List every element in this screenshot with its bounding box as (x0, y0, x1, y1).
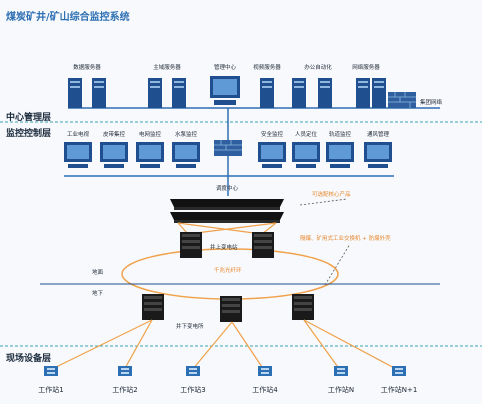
fiber-ring-label: 千兆光纤环 (214, 268, 242, 274)
monitoring-computer-icon (364, 142, 392, 168)
field-links (49, 319, 399, 371)
firewall-icon (214, 140, 242, 156)
monitoring-computer-icon (258, 142, 286, 168)
ring-switch-icon (292, 294, 314, 320)
workstation-label: 工作站N+1 (380, 386, 418, 394)
core-switch-icon (170, 212, 284, 223)
monitor-label: 皮带集控 (102, 132, 125, 138)
diagram-title: 煤炭矿井/矿山综合监控系统 (6, 12, 130, 23)
workstation-icon (258, 366, 272, 376)
layer-label-management: 中心管理层 (6, 113, 52, 123)
monitor-label: 电网监控 (138, 132, 161, 138)
ring-switch-icon (220, 296, 242, 322)
workstation-label: 工作站2 (112, 386, 138, 394)
monitoring-computer-icon (64, 142, 92, 168)
workstation-label: 工作站3 (180, 386, 206, 394)
ring-switch-icon (142, 294, 164, 320)
server-icon (372, 78, 386, 108)
server-icon (148, 78, 162, 108)
ring-switch-icon (180, 232, 202, 258)
layer-label-monitoring: 监控控制层 (6, 129, 52, 139)
server-label: 办公自动化 (304, 65, 332, 71)
monitor-label: 通风管理 (366, 132, 389, 138)
fiber-ring (121, 248, 339, 300)
server-label: 管理中心 (213, 65, 236, 71)
underground-label: 地下 (92, 291, 104, 297)
surface-station-label: 井上变电站 (210, 245, 238, 251)
workstation-icon (392, 366, 406, 376)
server-icon (68, 78, 82, 108)
server-label: 数据服务器 (73, 65, 101, 71)
server-label: 主域服务器 (153, 65, 181, 71)
dispatch-center-label: 调度中心 (216, 186, 239, 192)
monitoring-computer-icon (136, 142, 164, 168)
server-icon (172, 78, 186, 108)
monitor-label: 人员定位 (294, 132, 317, 138)
management-computer-icon (210, 76, 240, 105)
workstation-icon (44, 366, 58, 376)
monitor-label: 水泵监控 (174, 132, 197, 138)
annotation-ring-switch: 隔爆、矿用式工业交换机 + 防爆外壳 (300, 236, 391, 242)
core-switch-icon (170, 199, 284, 210)
monitoring-computer-icon (292, 142, 320, 168)
server-icon (318, 78, 332, 108)
server-icon (292, 78, 306, 108)
workstation-label: 工作站4 (252, 386, 278, 394)
monitor-label: 工业电视 (66, 132, 89, 138)
annotation-arrow (299, 198, 348, 206)
workstation-label: 工作站1 (38, 386, 64, 394)
server-icon (356, 78, 370, 108)
monitor-label: 轨道监控 (328, 132, 351, 138)
underground-station-label: 井下变电所 (176, 324, 204, 330)
workstation-icon (334, 366, 348, 376)
annotation-arrow (324, 243, 351, 286)
server-label: 视频服务器 (253, 65, 281, 71)
firewall-label: 集团网络 (420, 100, 443, 106)
server-icon (92, 78, 106, 108)
server-label: 网络服务器 (352, 65, 380, 71)
layer-label-field: 现场设备层 (6, 354, 52, 364)
monitoring-computer-icon (100, 142, 128, 168)
server-icon (260, 78, 274, 108)
workstation-icon (186, 366, 200, 376)
annotation-redundant-core: 可选配核心产品 (312, 192, 351, 198)
monitor-label: 安全监控 (260, 132, 283, 138)
monitoring-computer-icon (326, 142, 354, 168)
ring-switch-icon (252, 232, 274, 258)
workstation-label: 工作站N (327, 386, 355, 394)
monitoring-computer-icon (172, 142, 200, 168)
firewall-icon (388, 92, 416, 108)
ground-label: 地面 (92, 270, 104, 276)
workstation-icon (118, 366, 132, 376)
